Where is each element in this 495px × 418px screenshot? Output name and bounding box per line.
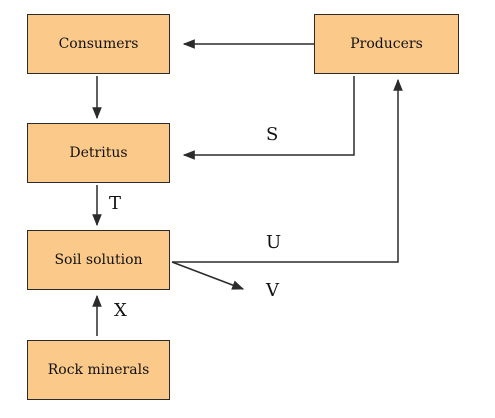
flow-label-u: U	[266, 232, 282, 253]
flow-label-v: V	[266, 280, 279, 301]
producers-box: Producers	[314, 14, 459, 74]
consumers-box: Consumers	[27, 14, 170, 74]
arrow-soil-to-v	[171, 261, 245, 290]
flow-label-s: S	[266, 124, 279, 145]
soil-solution-box: Soil solution	[27, 230, 170, 290]
flow-label-x: X	[114, 300, 127, 321]
consumers-label: Consumers	[58, 36, 139, 52]
rock-minerals-box: Rock minerals	[27, 340, 170, 400]
arrow-soil-to-producers	[172, 78, 403, 263]
detritus-label: Detritus	[69, 145, 128, 161]
rock-minerals-label: Rock minerals	[47, 362, 150, 378]
producers-label: Producers	[350, 36, 423, 52]
flow-label-t: T	[109, 193, 122, 214]
detritus-box: Detritus	[27, 123, 170, 183]
arrow-producers-to-detritus	[182, 76, 355, 160]
soil-solution-label: Soil solution	[54, 252, 143, 268]
